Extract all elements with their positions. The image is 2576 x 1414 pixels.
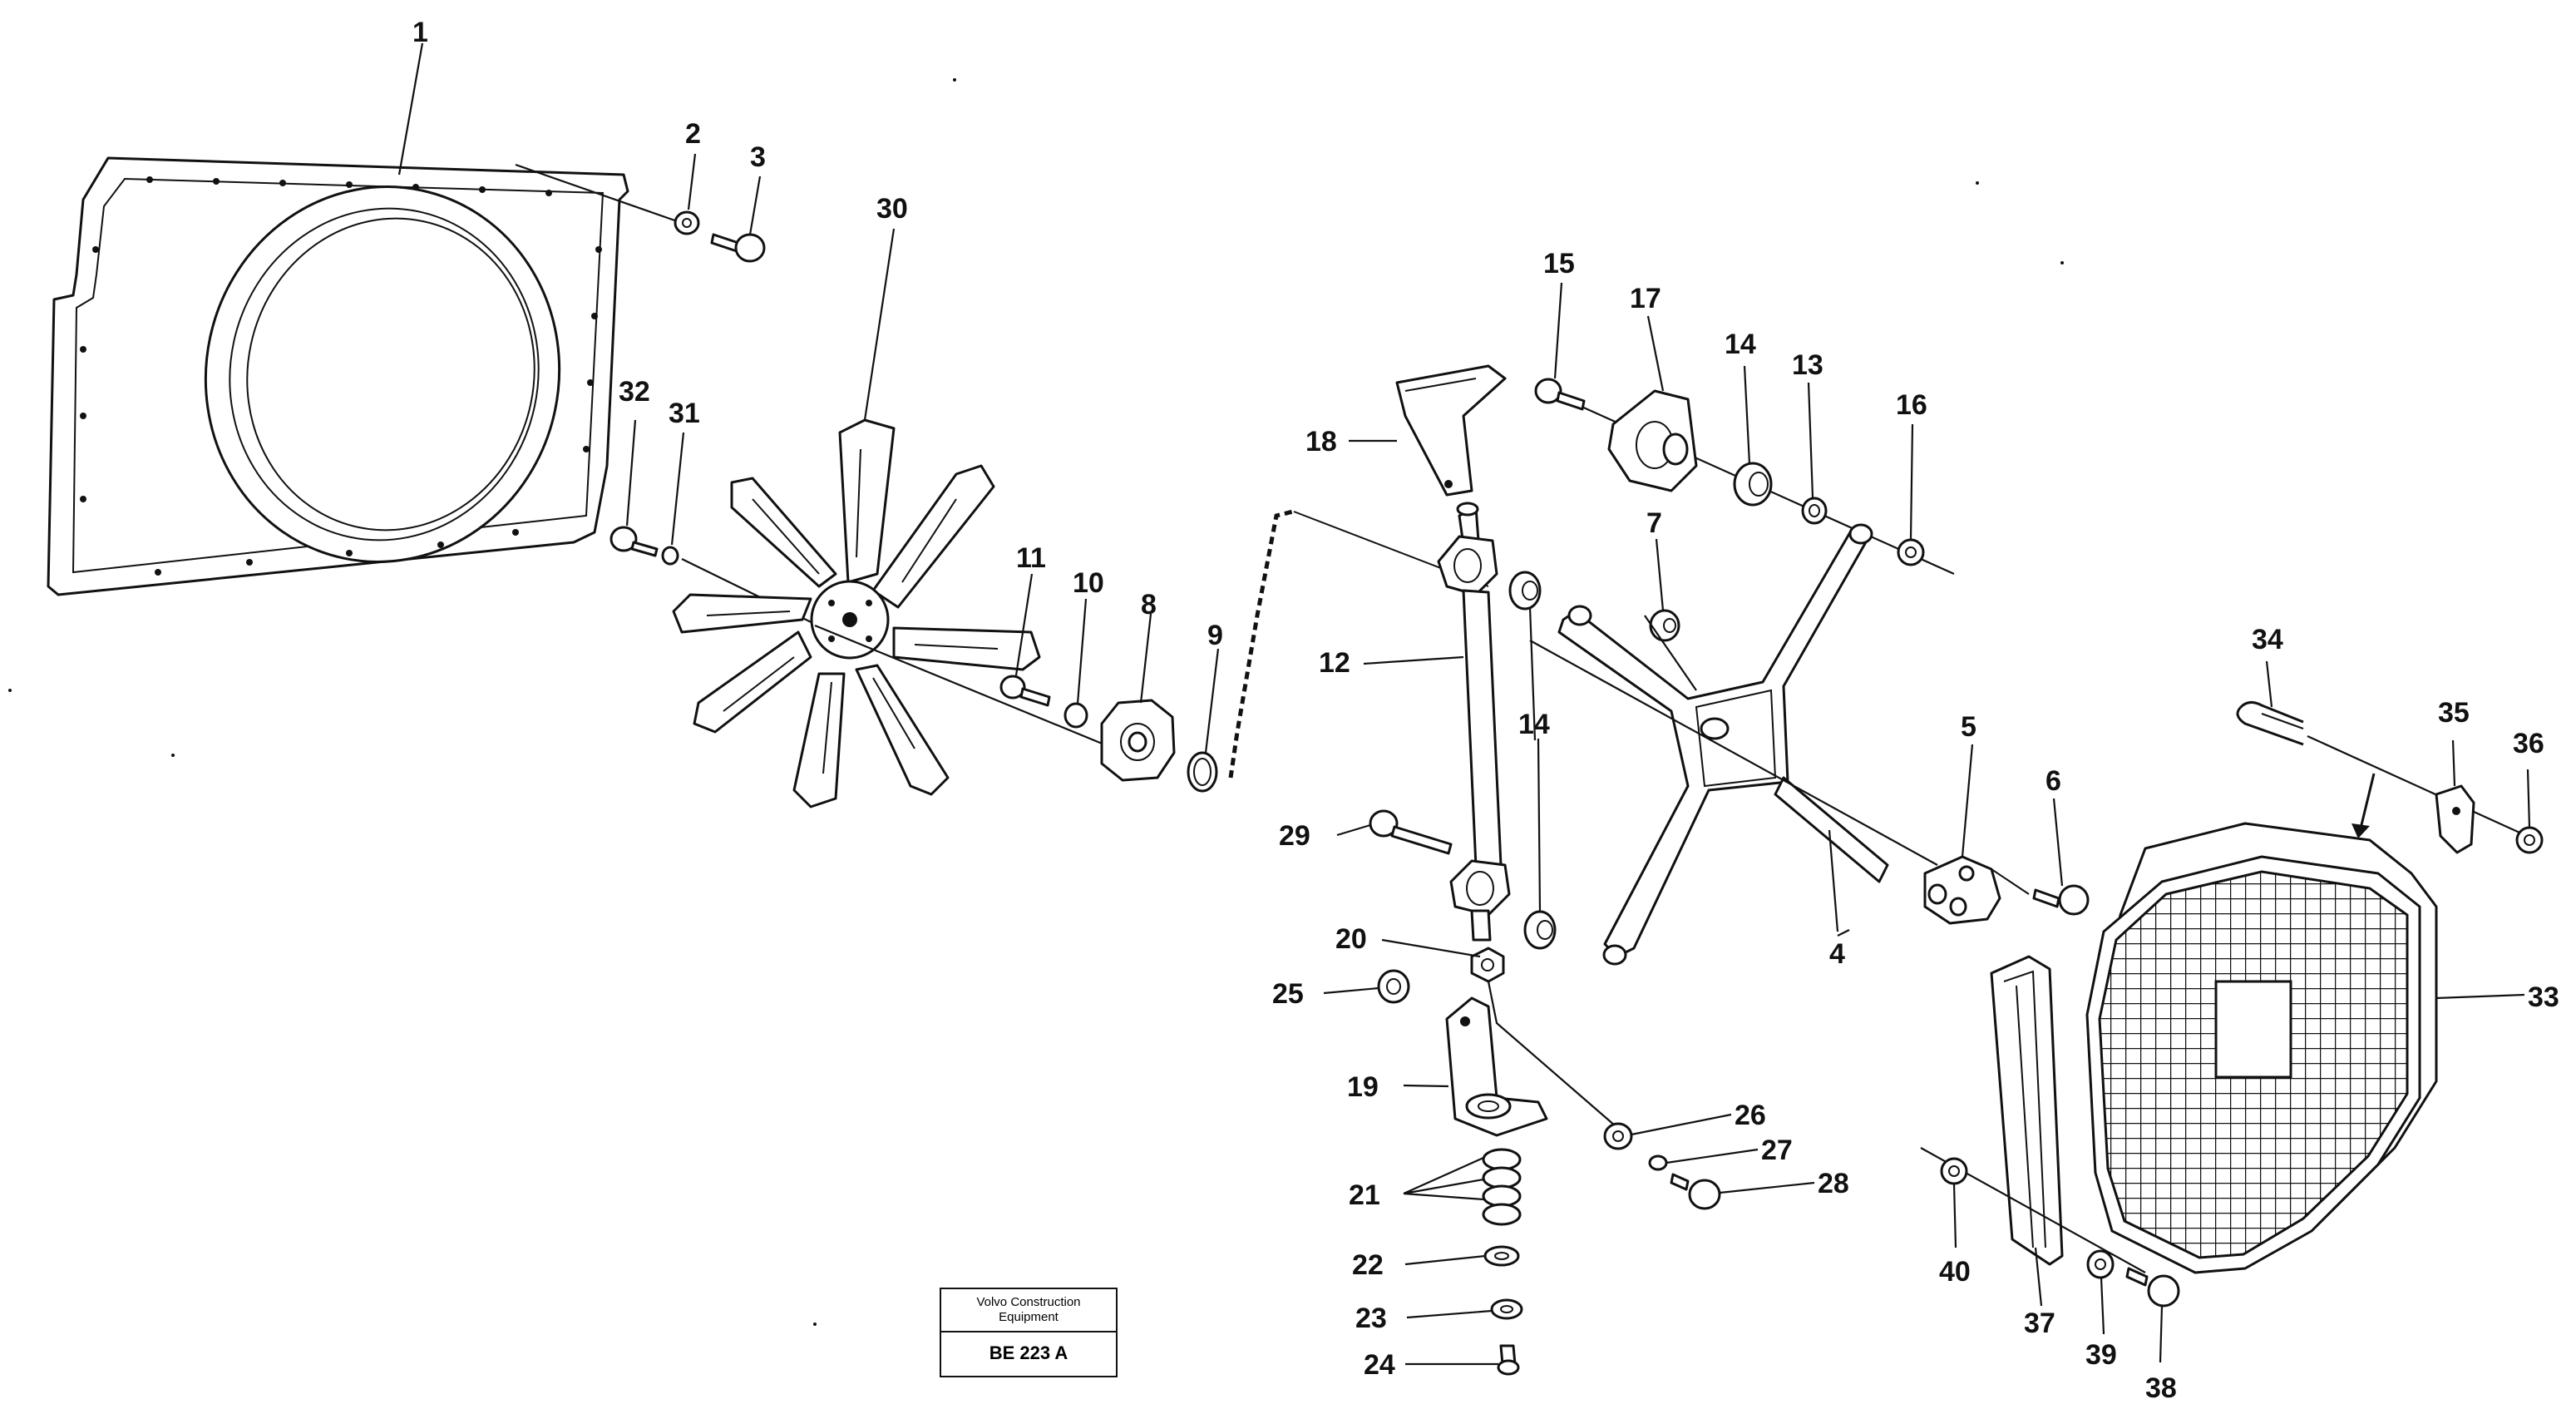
callout-21: 21 [1349,1179,1380,1211]
callout-29: 29 [1279,820,1310,852]
fan-shroud [47,156,683,596]
stamp-code: BE 223 A [989,1342,1068,1363]
washer-13 [1801,497,1828,525]
callout-3: 3 [750,141,766,173]
callout-12: 12 [1319,647,1350,679]
callout-33: 33 [2528,981,2559,1013]
callout-35: 35 [2438,697,2470,729]
title-stamp: Volvo Construction Equipment BE 223 A [940,1288,1118,1377]
bushing-14-mid [1508,571,1542,611]
callout-1: 1 [412,17,428,48]
scan-specks [8,78,2064,1326]
callout-numbers: 1 2 3 4 5 6 7 8 9 10 11 12 13 14 14 15 1… [412,17,2559,1404]
callout-37: 37 [2024,1308,2055,1339]
fan-blade [672,418,1041,808]
callout-14b: 14 [1518,709,1550,740]
callout-13: 13 [1792,349,1823,381]
callout-34: 34 [2252,624,2283,655]
washer-10 [1063,702,1088,729]
callout-leaders [397,42,2531,1366]
callout-30: 30 [876,193,908,225]
rubber-elements-21 [1482,1148,1522,1226]
bushing-17 [1607,389,1698,492]
arrow-icon [2351,773,2376,838]
callout-7: 7 [1646,507,1662,539]
bracket-18 [1395,364,1507,497]
callout-2: 2 [685,118,701,150]
callout-40: 40 [1939,1256,1971,1288]
washer-39 [2086,1249,2115,1279]
callout-9: 9 [1207,620,1223,651]
bolt-6 [2032,884,2090,916]
bolt-32 [609,526,659,557]
callout-18: 18 [1305,426,1337,457]
bushing-14-lower [1523,910,1557,950]
hub-8 [1100,699,1176,782]
washer-25 [1377,969,1410,1004]
link-rod-12 [1437,502,1511,942]
nut-36 [2515,826,2544,854]
strip-37 [1990,955,2064,1266]
washer-22 [1483,1245,1520,1267]
washer-23 [1490,1298,1523,1320]
callout-17: 17 [1630,283,1661,314]
bolt-11 [999,675,1051,707]
stamp-line-2: Equipment [999,1310,1059,1324]
callout-36: 36 [2513,728,2544,759]
bushing-7 [1649,609,1680,642]
callout-23: 23 [1355,1303,1387,1334]
callout-39: 39 [2085,1339,2117,1371]
bolt-15 [1534,378,1586,411]
bolt-3 [710,233,766,263]
callout-4: 4 [1829,938,1845,970]
callout-22: 22 [1352,1249,1384,1281]
bolt-38 [2125,1267,2180,1308]
washer-27 [1648,1154,1668,1171]
stamp-line-1: Volvo Construction [976,1295,1081,1309]
callout-26: 26 [1735,1100,1766,1131]
callout-8: 8 [1141,589,1157,620]
grille-33 [2085,822,2438,1274]
bolt-28 [1670,1173,1721,1210]
callout-25: 25 [1272,978,1304,1010]
washer-40 [1940,1157,1968,1185]
callout-15: 15 [1543,248,1575,279]
callout-31: 31 [669,398,700,429]
washer-2 [674,210,700,235]
valve-5 [1923,855,2030,925]
o-ring-9 [1187,751,1218,793]
callout-28: 28 [1818,1168,1849,1199]
stamp-company: Volvo Construction Equipment [941,1289,1116,1332]
callout-38: 38 [2145,1372,2177,1404]
bolt-29 [1369,809,1453,855]
bushing-14-upper [1733,462,1773,507]
callout-27: 27 [1761,1135,1793,1166]
callout-16: 16 [1896,389,1927,421]
washer-26 [1603,1122,1633,1150]
nut-20 [1470,947,1505,983]
nut-16 [1897,538,1925,566]
dashed-reference-line [1228,509,1294,779]
washer-31 [661,546,679,566]
bolt-24 [1497,1344,1520,1376]
u-bolt-34 [2236,701,2304,746]
callout-24: 24 [1364,1349,1395,1381]
callout-14a: 14 [1725,329,1756,360]
callout-5: 5 [1961,711,1976,743]
callout-20: 20 [1335,923,1367,955]
callout-19: 19 [1347,1071,1379,1103]
callout-6: 6 [2046,765,2061,797]
callout-32: 32 [619,376,650,408]
clamp-35 [2435,784,2475,854]
callout-11: 11 [1016,542,1046,574]
mounting-frame-4 [1557,523,1889,966]
callout-10: 10 [1073,567,1104,599]
bracket-19 [1445,996,1548,1137]
